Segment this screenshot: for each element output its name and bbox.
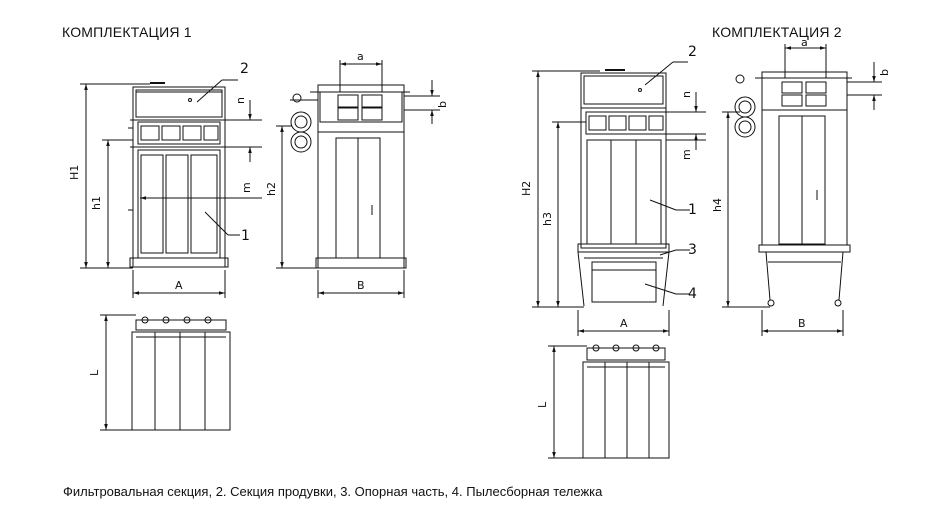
dim-n-set2: n: [680, 91, 693, 98]
dim-m-set1: m: [240, 182, 253, 193]
figure-caption: Фильтровальная секция, 2. Секция продувк…: [63, 484, 603, 499]
dim-L-set1: L: [88, 369, 101, 376]
dim-a-set1: a: [357, 50, 364, 63]
callout-1-set2: 1: [688, 202, 697, 218]
title-set-2: КОМПЛЕКТАЦИЯ 2: [712, 24, 842, 40]
callout-4-set2: 4: [688, 286, 697, 302]
title-set-1: КОМПЛЕКТАЦИЯ 1: [62, 24, 192, 40]
dim-a-set2: a: [801, 36, 808, 49]
set2-front-dims: [532, 61, 706, 336]
dim-B-set2: B: [798, 317, 806, 330]
dim-h3: h3: [541, 212, 554, 226]
callout-2-set2: 2: [688, 44, 697, 60]
set1-front-dims: [80, 79, 262, 298]
dim-h4: h4: [711, 198, 724, 212]
dim-b-set1: b: [436, 101, 449, 108]
callout-3-set2: 3: [688, 242, 697, 258]
dim-H2: H2: [520, 181, 533, 196]
dim-A-set2: A: [620, 317, 628, 330]
callout-1-set1: 1: [241, 228, 250, 244]
set2-top-view: [582, 344, 670, 459]
set1-side-dims: [276, 60, 440, 298]
set1-front-view: [128, 82, 229, 268]
dim-h2: h2: [265, 182, 278, 196]
dim-m-set2: m: [680, 149, 693, 160]
set1-top-dims: [100, 314, 136, 431]
dim-b-set2: b: [878, 69, 891, 76]
dim-A-set1: A: [175, 279, 183, 292]
set2-front-view: [577, 69, 670, 307]
set1-top-view: [131, 316, 231, 431]
dim-H1: H1: [68, 165, 81, 180]
dim-n-set1: n: [234, 97, 247, 104]
callout-2-set1: 2: [240, 61, 249, 77]
set2-top-dims: [548, 345, 587, 459]
set2-side-dims: [722, 44, 882, 336]
set1-side-view: [290, 84, 410, 269]
dim-h1: h1: [90, 196, 103, 210]
dim-B-set1: B: [357, 279, 365, 292]
dim-L-set2: L: [536, 401, 549, 408]
set2-side-view: [734, 71, 852, 307]
